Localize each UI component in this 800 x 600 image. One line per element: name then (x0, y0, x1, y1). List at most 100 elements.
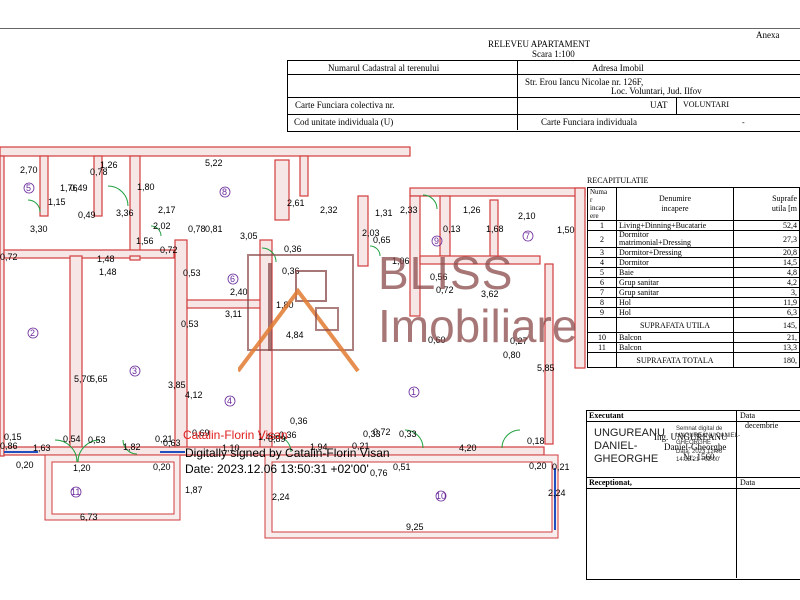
dim-label: 0,36 (279, 430, 297, 440)
executant-date-value: decembrie (745, 421, 779, 430)
room-1-label: 1 (411, 387, 416, 397)
address-line2: Loc. Voluntari, Jud. Ilfov (611, 86, 702, 96)
room-8-label: 8 (222, 187, 227, 197)
dim-label: 1,56 (136, 236, 154, 246)
dim-label: 0,65 (373, 235, 391, 245)
engineer-line1: Ing. UNGUREANU (654, 432, 728, 442)
dim-label: 0,89 (268, 434, 286, 444)
dim-label: 0,60 (428, 335, 446, 345)
dim-label: 1,68 (486, 224, 504, 234)
dim-label: 2,40 (230, 287, 248, 297)
uat-label: UAT (650, 100, 668, 110)
dim-label: 0,36 (290, 416, 308, 426)
dim-label: 0,69 (192, 428, 210, 438)
dim-label: 0,21 (552, 462, 570, 472)
dim-label: 1,26 (100, 160, 118, 170)
recap-col-nr: Numa r incap ere (587, 187, 617, 221)
dim-label: 9,25 (406, 522, 424, 532)
dim-label: 1,26 (463, 205, 481, 215)
dim-label: 1,10 (222, 443, 240, 453)
dim-label: 2,24 (272, 492, 290, 502)
plan-walls (0, 146, 586, 539)
room-numbers: 5 8 7 9 6 2 3 4 1 11 10 (23, 182, 534, 502)
dim-label: 1,20 (73, 463, 91, 473)
sig-name-2: DANIEL- (594, 440, 638, 452)
dim-label: 0,21 (352, 441, 370, 451)
dim-label: 0,53 (183, 268, 201, 278)
dim-label: 1,15 (48, 197, 66, 207)
receptionat-label: Receptionat, (589, 478, 632, 487)
watermark-brand-top: BLISS (378, 247, 514, 299)
dim-label: 1,80 (137, 182, 155, 192)
dim-label: 0,51 (393, 462, 411, 472)
watermark-brand-bottom: Imobiliare (378, 300, 578, 352)
dim-label: 0,49 (78, 210, 96, 220)
engineer-cert: Nr. 1560 (683, 452, 715, 462)
dim-label: 4,12 (185, 390, 203, 400)
dim-label: 5,70 (74, 374, 92, 384)
dim-label: 1,82 (123, 442, 141, 452)
room-10-label: 10 (436, 491, 446, 501)
dim-label: 2,24 (548, 488, 566, 498)
carte-colectiva-label: Carte Funciara colectiva nr. (295, 100, 395, 110)
data2-label: Data (740, 478, 756, 487)
sig-small-3: GHEORGHE (676, 440, 712, 446)
dim-label: 0,63 (163, 438, 181, 448)
dim-label: 3,30 (30, 224, 48, 234)
dim-label: 1,76 (60, 183, 78, 193)
dim-label: 0,33 (363, 429, 381, 439)
annex-label: Anexa (756, 30, 780, 40)
room-2-label: 2 (30, 328, 35, 338)
dim-label: 1,87 (185, 485, 203, 495)
carte-individuala-label: Carte Funciara individuala (541, 117, 637, 127)
watermark-logo (236, 253, 378, 373)
sig-small-2: UNGUREANU DANIEL- (676, 433, 741, 439)
dim-label: 1,80 (276, 300, 294, 310)
recap-col-area: Suprafe utila [m (733, 187, 800, 221)
dim-label: 3,85 (168, 380, 186, 390)
dim-label: 0,80 (503, 350, 521, 360)
dim-label: 2,03 (362, 228, 380, 238)
sig-small-5: 14:33:21 +02'00' (676, 457, 721, 463)
dim-label: 0,27 (510, 336, 528, 346)
dim-label: 0,72 (436, 285, 454, 295)
dim-label: 0,72 (0, 252, 18, 262)
address-label: Adresa Imobil (592, 63, 644, 73)
signature-line1: Digitally signed by Catalin-Florin Visan (185, 446, 390, 460)
recap-table: Numa r incap ere Denumire incapere Supra… (587, 187, 800, 368)
executant-date-label: Data (740, 411, 756, 420)
dim-label: 2,33 (400, 205, 418, 215)
cadastral-label: Numarul Cadastral al terenului (328, 63, 440, 73)
dim-label: 2,02 (153, 221, 171, 231)
uat-value: VOLUNTARI (683, 100, 730, 109)
dim-label: 2,32 (320, 205, 338, 215)
dim-label: 2,70 (20, 165, 38, 175)
sig-small-4: Data: 2023.12.06 (676, 449, 723, 455)
recap-title: RECAPITULATIE (587, 176, 649, 185)
dim-label: 0,21 (155, 434, 173, 444)
room-4-label: 4 (227, 396, 232, 406)
dim-label: 0,78 (188, 224, 206, 234)
dim-label: 1,48 (97, 254, 115, 264)
room-3-label: 3 (132, 366, 137, 376)
dim-label: 0,72 (373, 427, 391, 437)
address-line1: Str. Erou Iancu Nicolae nr. 126F, (525, 77, 644, 87)
dim-label: 4,84 (286, 330, 304, 340)
executant-box (586, 410, 800, 580)
room-5-label: 5 (26, 183, 31, 193)
dim-label: 2,61 (287, 198, 305, 208)
dim-label: 0,76 (370, 468, 388, 478)
top-border (0, 28, 800, 29)
dim-label: 1,94 (310, 442, 328, 452)
dim-label: 1,06 (392, 256, 410, 266)
